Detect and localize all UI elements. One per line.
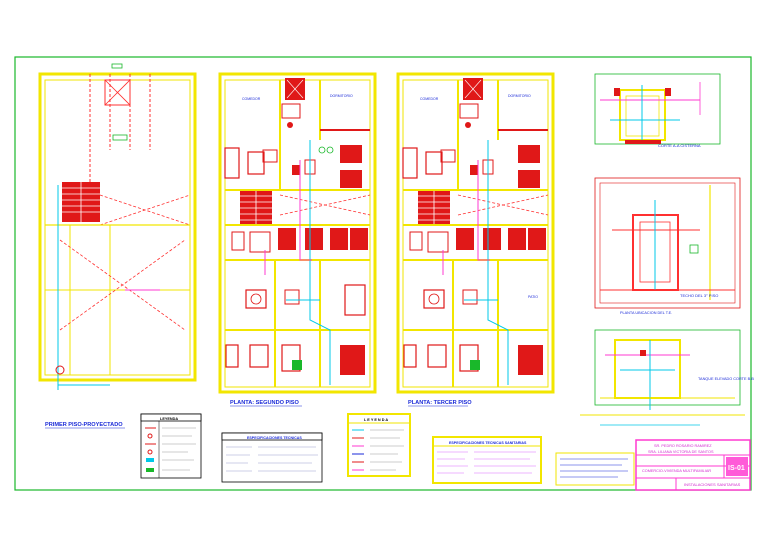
notes-strip: [555, 452, 635, 486]
owner-line-2: SRA. LILIANA VICTORIA DE SANTOS: [648, 450, 714, 454]
detail-elevated-tank: TANQUE ELEVADO CORTE B-B: [594, 329, 754, 410]
plan-first-title: PRIMER PISO-PROYECTADO: [45, 422, 123, 428]
detail-cistern-section: CORTE A-A CISTERNA: [594, 73, 721, 148]
plan-third-room-2: DORMITORIO: [508, 94, 531, 98]
plan-second-floor: COMEDOR DORMITORIO: [218, 72, 377, 407]
sheet-title: INSTALACIONES SANITARIAS: [684, 482, 741, 487]
plan-first-floor: PRIMER PISO-PROYECTADO: [38, 63, 197, 429]
general-notes-title: ESPECIFICACIONES TECNICAS: [247, 436, 302, 440]
legend-sanitary-title: L E Y E N D A: [364, 418, 388, 422]
plan-third-floor: COMEDOR DORMITORIO PATIO: [396, 72, 555, 407]
plan-second-room-1: COMEDOR: [242, 97, 261, 101]
general-notes-box: ESPECIFICACIONES TECNICAS: [221, 432, 323, 483]
plan-third-room-1: COMEDOR: [420, 97, 439, 101]
legend-water-box: LEYENDA: [140, 413, 202, 479]
plan-third-patio: PATIO: [528, 295, 538, 299]
detail-roof-plan: TECHO DEL 3° PISO PLANTA UBICACION DEL T…: [594, 177, 741, 315]
detail-tank-title: TANQUE ELEVADO CORTE B-B: [698, 377, 754, 381]
plan-second-room-2: DORMITORIO: [330, 94, 353, 98]
plan-third-title: PLANTA: TERCER PISO: [408, 400, 472, 406]
sheet-code: IS-01: [728, 465, 745, 472]
detail-location-title: PLANTA UBICACION DEL T.E.: [620, 311, 672, 315]
owner-line-1: SR. PEDRO ROSARIO RAMIREZ: [654, 444, 712, 448]
legend-water-title: LEYENDA: [160, 417, 178, 421]
project-name: COMERCIO-VIVIENDA MULTIFAMILIAR: [642, 469, 711, 473]
plan-second-title: PLANTA: SEGUNDO PISO: [230, 400, 300, 406]
title-block: SR. PEDRO ROSARIO RAMIREZ SRA. LILIANA V…: [635, 439, 751, 491]
sheet-border: [14, 56, 752, 491]
detail-roof-title: TECHO DEL 3° PISO: [680, 293, 718, 298]
special-notes-box: ESPECIFICACIONES TECNICAS SANITARIAS: [432, 436, 542, 484]
detail-cistern-title: CORTE A-A CISTERNA: [658, 143, 701, 148]
special-notes-title: ESPECIFICACIONES TECNICAS SANITARIAS: [449, 441, 527, 445]
legend-sanitary-box: L E Y E N D A: [347, 413, 411, 477]
